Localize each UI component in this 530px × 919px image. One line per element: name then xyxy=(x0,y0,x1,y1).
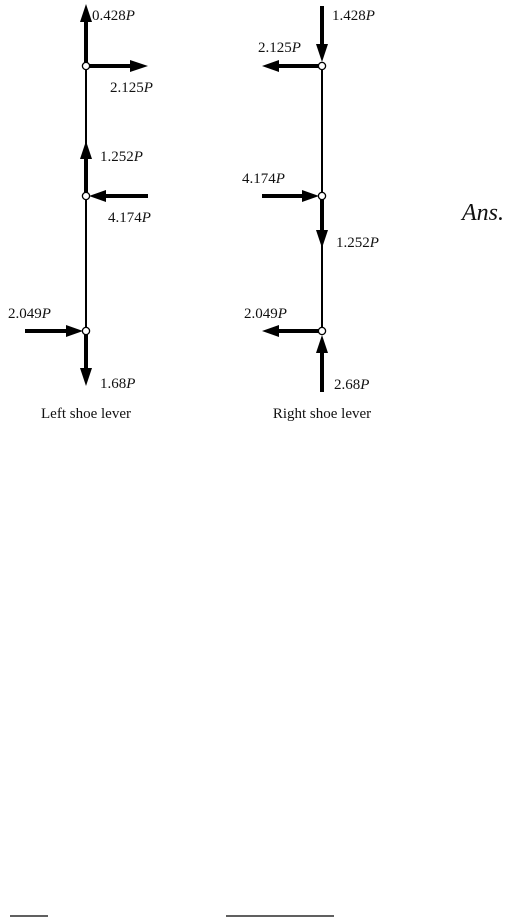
right-force-2049-label: 2.049P xyxy=(244,306,287,322)
left-pin-middle xyxy=(81,191,91,201)
right-force-2125-arrow xyxy=(262,60,322,72)
right-pin-middle xyxy=(317,191,327,201)
left-force-0428-arrow xyxy=(80,4,92,66)
left-lever-caption: Left shoe lever xyxy=(41,406,131,422)
right-force-1428-label: 1.428P xyxy=(332,8,375,24)
left-pin-bottom xyxy=(81,326,91,336)
left-force-2049-label: 2.049P xyxy=(8,306,51,322)
left-force-1252-label: 1.252P xyxy=(100,149,143,165)
left-force-2125-arrow xyxy=(86,60,148,72)
right-force-268-label: 2.68P xyxy=(334,377,369,393)
left-force-4174-arrow xyxy=(89,190,148,202)
right-force-4174-label: 4.174P xyxy=(242,171,285,187)
left-force-0428-label: 0.428P xyxy=(92,8,135,24)
right-shoe-lever: 1.428P 2.125P 4.174P 1.252P xyxy=(242,6,379,422)
left-force-2125-label: 2.125P xyxy=(110,80,153,96)
left-force-168-label: 1.68P xyxy=(100,376,135,392)
right-force-1428-arrow xyxy=(316,6,328,62)
left-pin-top xyxy=(81,61,91,71)
right-force-2125-label: 2.125P xyxy=(258,40,301,56)
right-force-4174-arrow xyxy=(262,190,319,202)
right-pin-top xyxy=(317,61,327,71)
right-force-1252-arrow xyxy=(316,196,328,248)
left-force-1252-arrow xyxy=(80,141,92,197)
left-shoe-lever: 0.428P 2.125P 1.252P 4.174P xyxy=(8,4,153,422)
answer-label: Ans. xyxy=(460,200,504,226)
right-force-1252-label: 1.252P xyxy=(336,235,379,251)
right-force-2049-arrow xyxy=(262,325,322,337)
right-force-268-arrow xyxy=(316,335,328,392)
left-force-168-arrow xyxy=(80,332,92,386)
left-force-4174-label: 4.174P xyxy=(108,210,151,226)
right-pin-bottom xyxy=(317,326,327,336)
right-lever-caption: Right shoe lever xyxy=(273,406,371,422)
left-force-2049-arrow xyxy=(25,325,83,337)
